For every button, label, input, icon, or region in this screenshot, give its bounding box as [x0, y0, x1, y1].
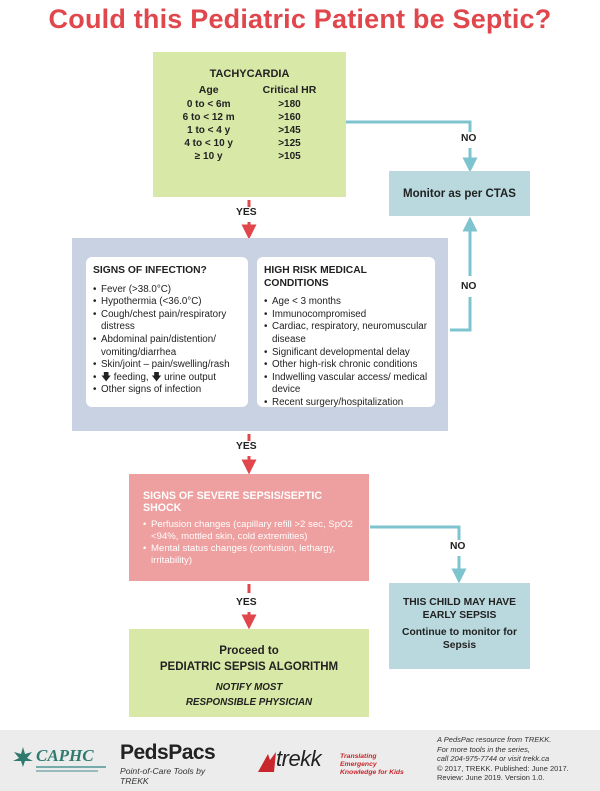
- high-risk-list: Age < 3 months Immunocompromised Cardiac…: [264, 296, 428, 409]
- proceed-text: Proceed to: [219, 645, 279, 657]
- infection-heading: SIGNS OF INFECTION?: [93, 265, 207, 276]
- tachycardia-box: TACHYCARDIA Age Critical HR 0 to < 6m >1…: [153, 52, 346, 197]
- table-row: 6 to < 12 m >160: [169, 111, 331, 124]
- caphc-leaf-icon: [13, 747, 33, 767]
- hr-cell: >160: [278, 112, 301, 123]
- proceed-algorithm-box: Proceed to PEDIATRIC SEPSIS ALGORITHM NO…: [129, 629, 369, 717]
- no-label: NO: [461, 133, 477, 144]
- age-cell: 4 to < 10 y: [184, 138, 233, 149]
- table-row: 0 to < 6m >180: [169, 98, 331, 111]
- trekk-tagline: Translating Emergency Knowledge for Kids: [340, 753, 404, 776]
- high-risk-heading: HIGH RISK MEDICAL CONDITIONS: [264, 265, 367, 289]
- no-label: NO: [461, 281, 477, 292]
- table-row: 1 to < 4 y >145: [169, 124, 331, 137]
- credit-line: © 2017, TREKK. Published: June 2017.: [437, 763, 569, 773]
- list-item: Perfusion changes (capillary refill >2 s…: [143, 519, 357, 543]
- physician-text: RESPONSIBLE PHYSICIAN: [185, 697, 313, 708]
- list-item: Immunocompromised: [264, 309, 428, 322]
- signs-of-infection-panel: SIGNS OF INFECTION? Fever (>38.0°C) Hypo…: [86, 257, 248, 407]
- age-cell: 1 to < 4 y: [187, 125, 231, 136]
- infection-list: Fever (>38.0°C) Hypothermia (<36.0°C) Co…: [93, 284, 241, 397]
- caphc-name: CAPHC: [36, 746, 94, 765]
- severe-sepsis-list: Perfusion changes (capillary refill >2 s…: [143, 519, 357, 567]
- list-item: Recent surgery/hospitalization: [264, 397, 428, 410]
- yes-label: YES: [236, 207, 257, 218]
- credit-line: call 204-975-7744 or visit trekk.ca: [437, 754, 550, 764]
- list-item: Indwelling vascular access/ medical devi…: [264, 372, 428, 397]
- table-row: 4 to < 10 y >125: [169, 137, 331, 150]
- no-label: NO: [450, 541, 466, 552]
- caphc-subtitle-line: [36, 770, 98, 772]
- pedspacs-tagline: Point-of-Care Tools by TREKK: [120, 766, 206, 786]
- trekk-name: trekk: [276, 746, 322, 771]
- severe-sepsis-heading: SIGNS OF SEVERE SEPSIS/SEPTIC SHOCK: [143, 490, 322, 514]
- hr-cell: >105: [278, 151, 301, 162]
- early-sepsis-box: THIS CHILD MAY HAVE EARLY SEPSIS Continu…: [389, 583, 530, 669]
- list-item: Cardiac, respiratory, neuromuscular dise…: [264, 321, 428, 346]
- list-item: Other signs of infection: [93, 384, 241, 397]
- age-cell: 0 to < 6m: [186, 99, 231, 110]
- trekk-mountain-icon: [258, 752, 276, 772]
- list-item: Significant developmental delay: [264, 347, 428, 360]
- pedspacs-name: PedsPacs: [120, 741, 216, 764]
- credit-line: A PedsPac resource from TREKK.: [437, 735, 552, 744]
- list-item: Hypothermia (<36.0°C): [93, 296, 241, 309]
- high-risk-conditions-panel: HIGH RISK MEDICAL CONDITIONS Age < 3 mon…: [257, 257, 435, 409]
- list-item: Fever (>38.0°C): [93, 284, 241, 297]
- page-title: Could this Pediatric Patient be Septic?: [48, 4, 552, 34]
- list-item: Other high-risk chronic conditions: [264, 359, 428, 372]
- no-connector-2: [450, 297, 472, 332]
- yes-label: YES: [236, 597, 257, 608]
- list-item: Age < 3 months: [264, 296, 428, 309]
- age-cell: ≥ 10 y: [194, 151, 223, 162]
- list-item: Mental status changes (confusion, lethar…: [143, 543, 357, 567]
- credit-line: For more tools in the series,: [437, 744, 530, 754]
- list-item: Cough/chest pain/respiratory distress: [93, 309, 241, 334]
- caphc-subtitle-line: [36, 766, 106, 768]
- trekk-logo: trekk Translating Emergency Knowledge fo…: [256, 746, 406, 780]
- list-item: Abdominal pain/distention/ vomiting/diar…: [93, 334, 241, 359]
- list-item: Skin/joint – pain/swelling/rash: [93, 359, 241, 372]
- hr-cell: >125: [278, 138, 301, 149]
- age-cell: 6 to < 12 m: [182, 112, 235, 123]
- caphc-logo: CAPHC: [12, 744, 112, 774]
- monitor-ctas-box: Monitor as per CTAS: [389, 171, 530, 216]
- algorithm-text: PEDIATRIC SEPSIS ALGORITHM: [159, 661, 339, 673]
- severe-sepsis-box: SIGNS OF SEVERE SEPSIS/SEPTIC SHOCK Perf…: [129, 474, 369, 581]
- list-item: 🡇 feeding, 🡇 urine output: [93, 372, 241, 385]
- pedspacs-logo: PedsPacs Point-of-Care Tools by TREKK: [120, 741, 230, 786]
- footer-bar: [0, 730, 600, 791]
- heart-rate-table: Age Critical HR 0 to < 6m >180 6 to < 12…: [169, 84, 331, 163]
- col-age-header: Age: [198, 84, 219, 96]
- no-connector-3: [370, 525, 461, 540]
- early-sepsis-text: THIS CHILD MAY HAVE EARLY SEPSIS: [402, 597, 517, 621]
- yes-label: YES: [236, 441, 257, 452]
- notify-text: NOTIFY MOST: [215, 682, 283, 693]
- credit-line: Review: June 2019. Version 1.0.: [437, 773, 545, 783]
- continue-monitor-text: Continue to monitor for Sepsis: [402, 627, 517, 651]
- hr-cell: >180: [278, 99, 301, 110]
- tachycardia-heading: TACHYCARDIA: [209, 68, 290, 80]
- table-row: ≥ 10 y >105: [169, 150, 331, 163]
- col-hr-header: Critical HR: [262, 84, 317, 96]
- no-connector-1: [346, 120, 472, 132]
- credits-text: A PedsPac resource from TREKK. For more …: [437, 735, 597, 789]
- hr-cell: >145: [278, 125, 301, 136]
